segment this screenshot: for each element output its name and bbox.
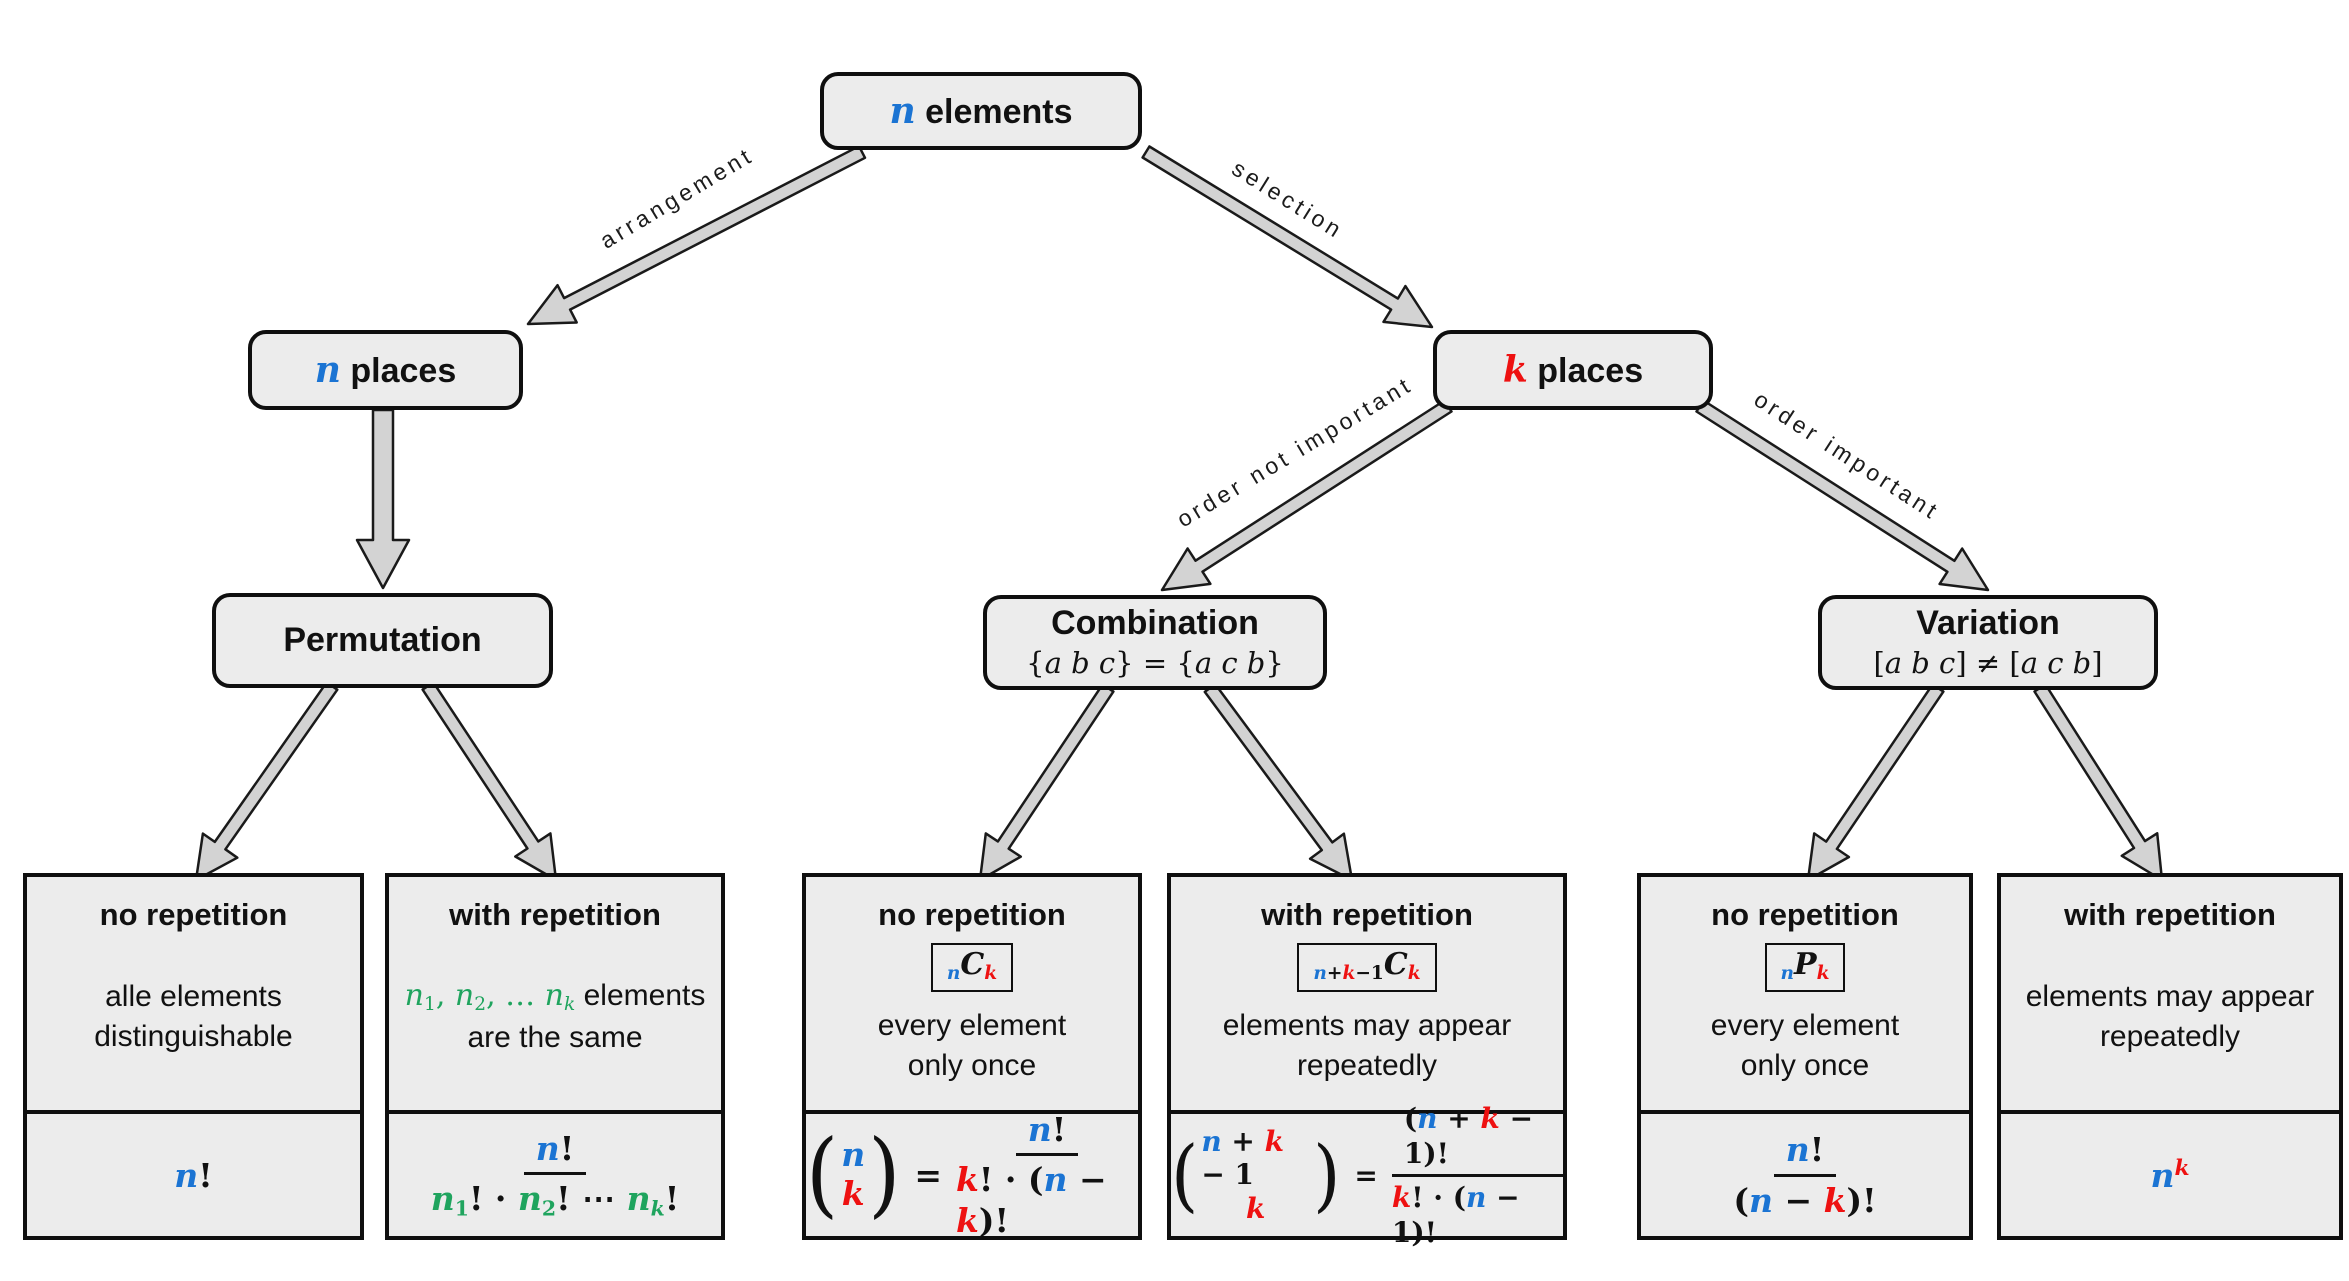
arrow-permutation-to-no-rep [194,681,339,882]
fraction: n! (n − k)! [1733,1129,1876,1221]
leaf-title: with repetition [449,897,661,932]
fraction: n! n1! · n2! ⋯ nk! [431,1128,680,1223]
fraction-denominator: k! · (n − k)! [956,1159,1107,1241]
formula-text: nk [2150,1155,2190,1195]
fraction-denominator: k! · (n − 1)! [1391,1180,1520,1249]
binomial-stack: n k [838,1135,868,1214]
fraction-numerator: n! [523,1128,587,1175]
binomial-top: n + k − 1 [1201,1125,1285,1192]
right-paren: ) [1313,1128,1341,1221]
arrow-arrangement [526,144,867,326]
node-variation-title: Variation [1916,604,2060,642]
node-combination-subtitle: {a b c} = {a c b} [1026,646,1284,680]
left-paren: ( [1171,1128,1199,1221]
fraction: n! k! · (n − k)! [956,1109,1138,1242]
formula-n-power-k: nk [2001,1110,2339,1236]
formula-text: n! [174,1155,213,1195]
equals-sign: = [1354,1158,1378,1192]
leaf-title: with repetition [2064,897,2276,932]
node-n-elements-title: n elements [889,90,1073,132]
symbol-nCk: nCk [930,943,1014,992]
formula-multiset-permutation: n! n1! · n2! ⋯ nk! [389,1110,721,1236]
arrow-n-places-to-permutation [355,408,411,590]
formula-n-factorial: n! [27,1110,360,1236]
fraction: (n + k − 1)! k! · (n − 1)! [1391,1101,1563,1250]
node-permutation-title: Permutation [283,621,482,659]
node-k-places-title: k places [1502,349,1644,391]
leaf-top: with repetition n+k−1Ck elements may app… [1171,877,1563,1110]
binomial-bottom: k [1245,1191,1266,1225]
fraction-numerator: n! [1773,1129,1837,1177]
leaf-title: no repetition [878,897,1066,932]
symbol-nPk: nPk [1764,943,1846,992]
arrow-combination-to-with-rep [1203,682,1354,882]
arrow-permutation-to-with-rep [421,681,558,882]
leaf-combination-with-repetition: with repetition n+k−1Ck elements may app… [1167,873,1567,1249]
node-n-places: n places [248,330,523,410]
left-paren: ( [806,1120,839,1228]
symbol-n-plus-k-minus-1-Ck: n+k−1Ck [1297,943,1437,992]
leaf-title: with repetition [1261,897,1473,932]
arrow-variation-to-no-rep [1806,683,1945,882]
node-combination-title: Combination [1051,604,1259,642]
arrow-order-important [1695,399,1990,592]
binomial-stack: n + k − 1 k [1198,1125,1313,1224]
node-variation: Variation [a b c] ≠ [a c b] [1818,595,2158,690]
formula-binomial-with-repetition: ( n + k − 1 k ) = (n + k − 1)! k! · (n −… [1171,1102,1563,1249]
binomial-top: n [841,1135,866,1175]
node-n-elements: n elements [820,72,1142,150]
node-k-places: k places [1433,330,1713,410]
equals-sign: = [914,1155,943,1195]
arrow-selection [1141,145,1434,329]
fraction-denominator: (n − k)! [1733,1180,1877,1220]
node-permutation: Permutation [212,593,553,688]
formula-binomial: ( n k ) = n! k! · (n − k)! [806,1110,1138,1240]
binomial: ( n + k − 1 k ) [1171,1125,1340,1224]
fraction-numerator: (n + k − 1)! [1391,1101,1563,1177]
node-variation-subtitle: [a b c] ≠ [a c b] [1873,646,2103,680]
arrow-variation-to-with-rep [2033,683,2164,882]
leaf-title: no repetition [1711,897,1899,932]
node-n-places-title: n places [314,349,457,391]
binomial: ( n k ) [806,1120,901,1228]
binomial-bottom: k [841,1174,865,1213]
fraction-denominator: n1! · n2! ⋯ nk! [430,1178,680,1221]
arrow-order-not-important [1160,399,1453,592]
fraction-numerator: n! [1015,1109,1079,1156]
formula-partial-permutation: n! (n − k)! [1641,1110,1969,1236]
arrow-combination-to-no-rep [978,683,1115,882]
right-paren: ) [868,1120,901,1228]
node-combination: Combination {a b c} = {a c b} [983,595,1327,690]
leaf-title: no repetition [99,897,288,932]
